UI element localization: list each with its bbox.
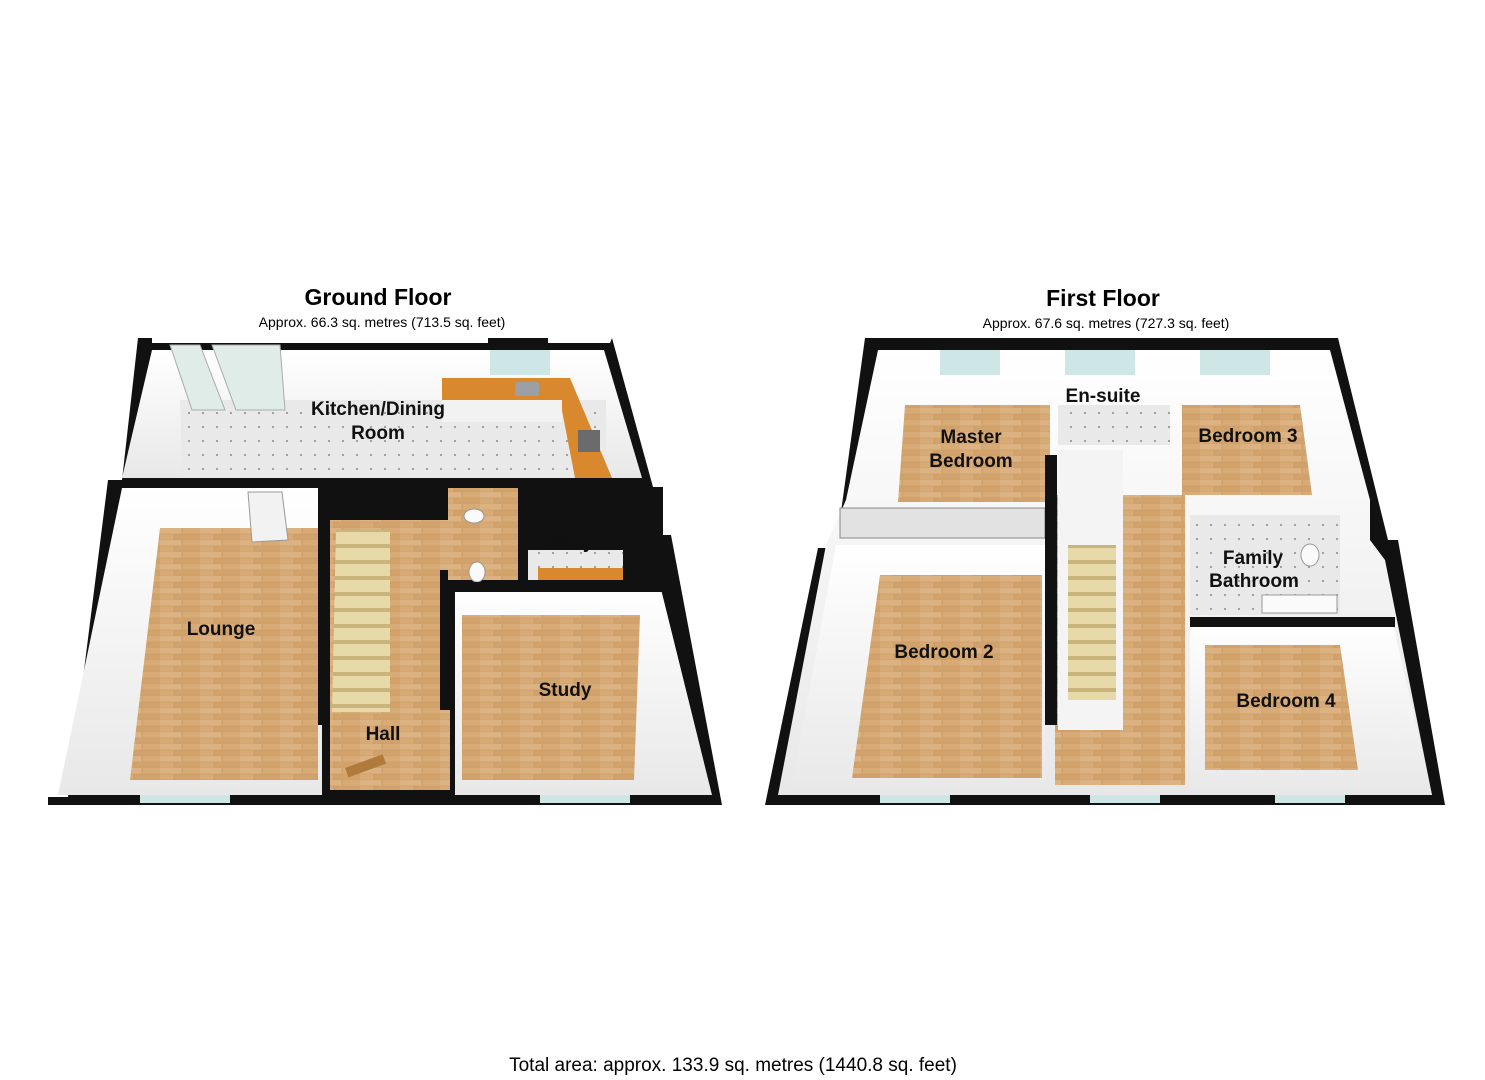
master-bedroom-label-line1: Master (940, 427, 1002, 448)
bedroom2-floor (852, 575, 1042, 778)
ground-stairs (332, 530, 390, 712)
ground-floor-plan (48, 338, 722, 805)
master-bedroom-label-line2: Bedroom (929, 451, 1012, 472)
utility-label: Utility (541, 532, 594, 553)
hall-wall-left (318, 485, 330, 725)
wc-toilet-icon (468, 561, 486, 583)
ensuite-window (1065, 350, 1135, 375)
study-wall-top (455, 582, 665, 592)
ground-floor-area: Approx. 66.3 sq. metres (713.5 sq. feet) (259, 314, 506, 330)
family-bathroom-label-line2: Bathroom (1209, 571, 1299, 592)
ensuite-label: En-suite (1066, 386, 1141, 407)
landing-window (1090, 795, 1160, 803)
bedroom3-label: Bedroom 3 (1198, 426, 1297, 447)
kitchen-units (442, 400, 562, 422)
first-floor-title: First Floor (1046, 285, 1160, 311)
bedroom3-window (1200, 350, 1270, 375)
wardrobes (839, 507, 1046, 539)
bedroom2-label: Bedroom 2 (894, 642, 993, 663)
first-floor-area: Approx. 67.6 sq. metres (727.3 sq. feet) (983, 315, 1230, 331)
bedroom4-wall-top (1190, 617, 1395, 627)
lounge-door-icon (247, 491, 289, 543)
family-bathroom-label-line1: Family (1223, 548, 1284, 569)
master-window (940, 350, 1000, 375)
kitchen-worktop (442, 378, 612, 478)
hall-label: Hall (366, 724, 401, 745)
kitchen-sink-icon (515, 382, 539, 396)
kitchen-label-line1: Kitchen/Dining (311, 399, 445, 420)
study-label: Study (539, 680, 592, 701)
bathroom-toilet-icon (1300, 543, 1320, 567)
bedroom4-label: Bedroom 4 (1236, 691, 1336, 712)
utility-worktop (538, 568, 623, 580)
bedroom4-floor (1205, 645, 1358, 770)
landing-wall-left (1045, 455, 1057, 725)
bath-icon (1261, 594, 1338, 614)
lounge-window (140, 795, 230, 803)
lounge-label: Lounge (187, 619, 256, 640)
bedroom3-floor (1182, 405, 1312, 495)
master-bedroom-floor (898, 405, 1050, 502)
kitchen-window (490, 350, 550, 375)
bedroom4-window (1275, 795, 1345, 803)
study-window (540, 795, 630, 803)
first-stairs (1068, 545, 1116, 700)
front-door-icon (345, 754, 387, 778)
total-area: Total area: approx. 133.9 sq. metres (14… (509, 1055, 957, 1076)
bifold-doors-icon-2 (211, 344, 286, 411)
bedroom2-window (880, 795, 950, 803)
ground-floor-title: Ground Floor (305, 284, 452, 310)
hall-wall-mid (440, 570, 452, 710)
lounge-floor (130, 528, 318, 780)
wc-basin-icon (463, 508, 485, 524)
bifold-doors-icon (169, 344, 226, 411)
first-floor-plan (765, 338, 1445, 805)
hob-icon (578, 430, 600, 452)
study-floor (462, 615, 640, 780)
kitchen-label-line2: Room (351, 423, 405, 444)
ensuite-floor (1058, 405, 1170, 445)
